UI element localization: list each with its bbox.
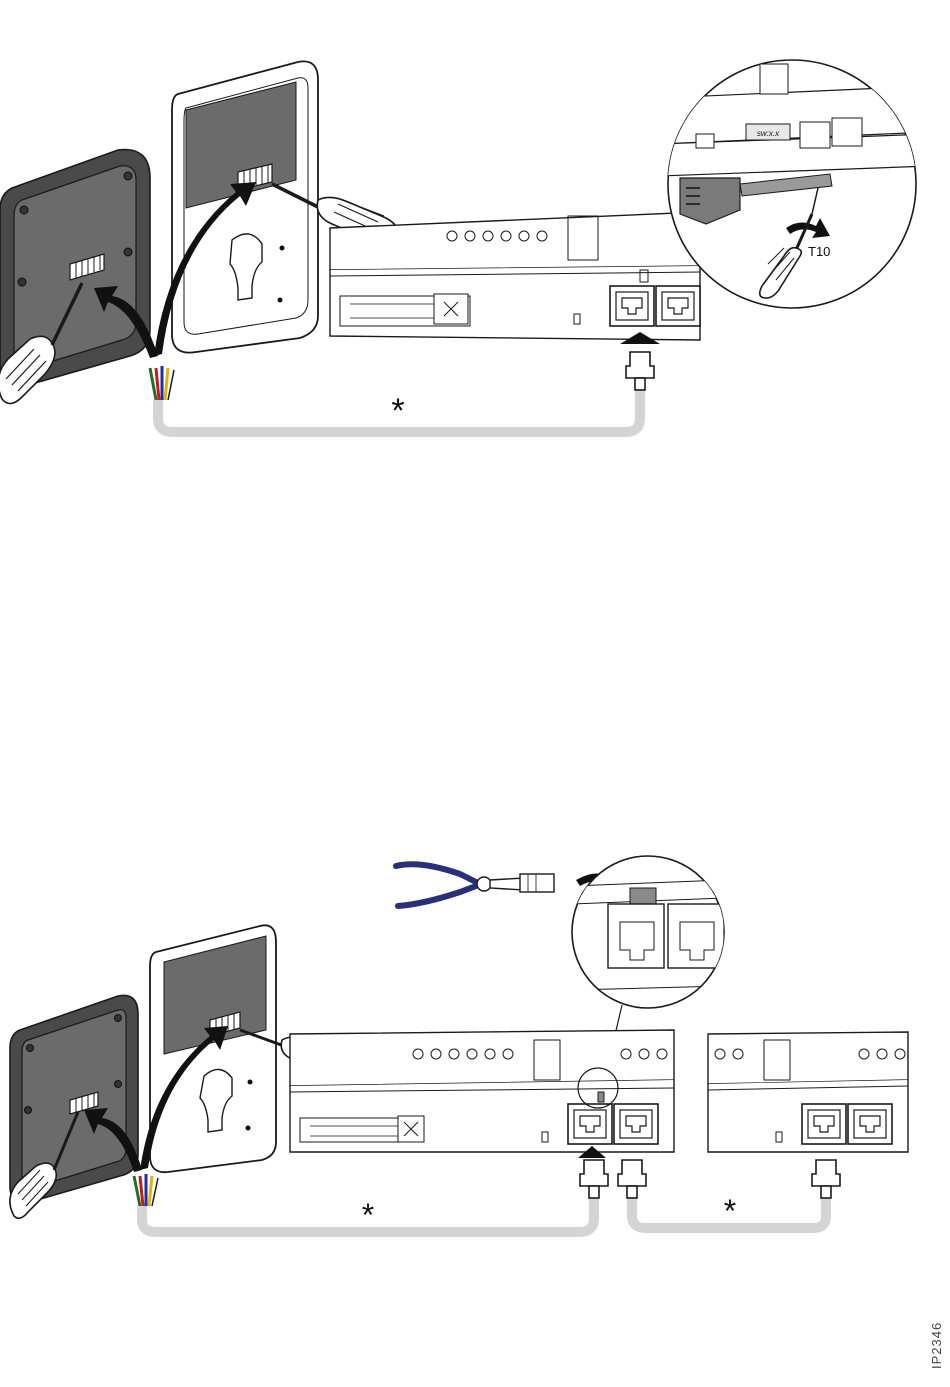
rj45-jack xyxy=(568,1104,612,1144)
bottom-illustration: * * xyxy=(10,856,908,1233)
document-id: IP2346 xyxy=(929,1322,944,1369)
rj45-jack xyxy=(614,1104,658,1144)
cable-marker: * xyxy=(391,392,404,430)
cable-marker: * xyxy=(362,1197,374,1233)
torx-label: T10 xyxy=(808,244,830,259)
wire-bundle xyxy=(134,1174,158,1206)
wire-bundle xyxy=(150,366,174,400)
rj45-plug-icon xyxy=(626,352,654,390)
keypad-backplate xyxy=(172,61,318,352)
rj45-plug-icon xyxy=(812,1160,840,1198)
control-unit xyxy=(708,1032,908,1152)
rj45-jack xyxy=(848,1104,892,1144)
top-illustration: * xyxy=(0,60,930,432)
control-unit xyxy=(330,212,700,344)
rj45-jack xyxy=(802,1104,846,1144)
rj45-plug-icon xyxy=(580,1160,608,1198)
firmware-label: sw:x.x xyxy=(757,129,780,138)
control-unit xyxy=(290,1030,674,1158)
rj45-plug-icon xyxy=(618,1160,646,1198)
pliers-icon xyxy=(396,864,554,906)
rj45-jack xyxy=(656,286,700,326)
keypad-backplate xyxy=(150,925,276,1172)
rj45-jack xyxy=(610,286,654,326)
cable-marker: * xyxy=(724,1193,736,1229)
